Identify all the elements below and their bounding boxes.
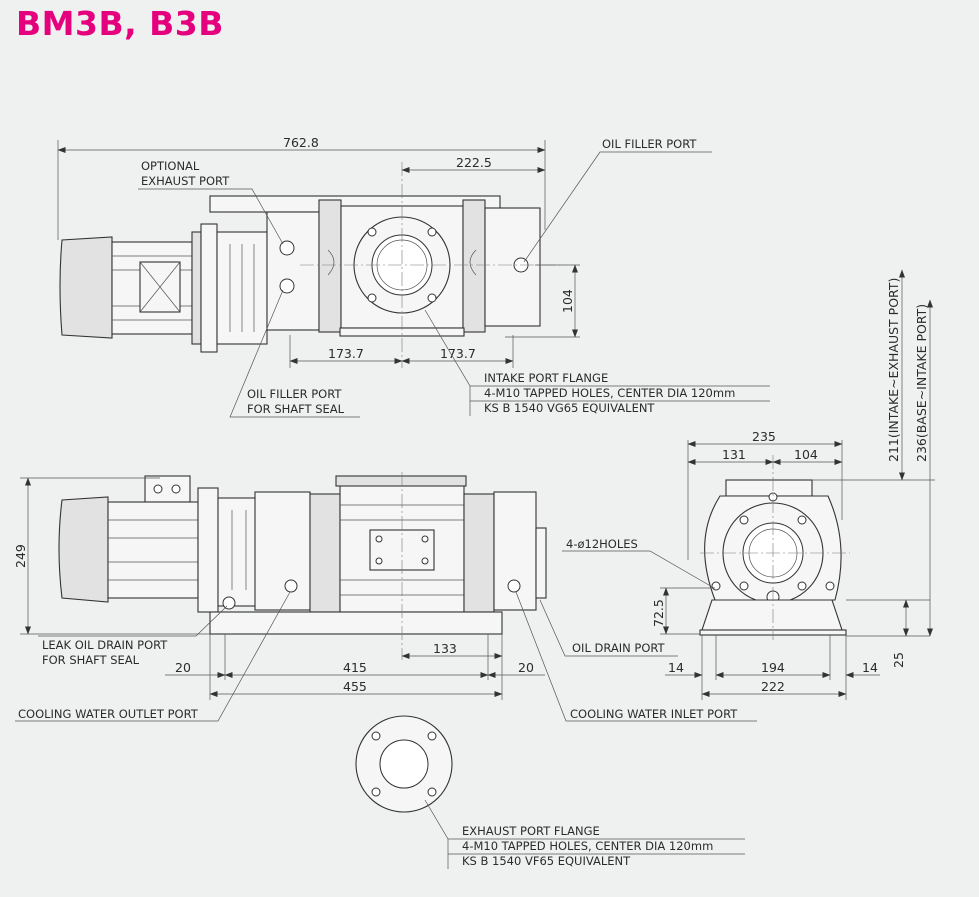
dim-base-intake: 236(BASE~INTAKE PORT) — [914, 304, 929, 462]
callout-intake-flange-line3: KS B 1540 VG65 EQUIVALENT — [484, 401, 655, 415]
dim-foot-right: 14 — [862, 660, 878, 675]
front-view: 249 133 20 415 20 455 LEAK OIL DRAIN POR… — [13, 472, 757, 722]
callout-leak-oil-line1: LEAK OIL DRAIN PORT — [42, 638, 168, 652]
dim-overall-length: 762.8 — [283, 135, 319, 150]
dim-bolt-span: 194 — [761, 660, 785, 675]
dim-right-half: 173.7 — [440, 346, 476, 361]
callout-cooling-inlet: COOLING WATER INLET PORT — [570, 707, 738, 721]
callout-optional-exhaust-line1: OPTIONAL — [141, 159, 200, 173]
dim-height-side: 104 — [560, 289, 575, 313]
dim-side-height-base: 72.5 — [651, 599, 666, 627]
callout-intake-flange-line2: 4-M10 TAPPED HOLES, CENTER DIA 120mm — [484, 386, 735, 400]
callout-cooling-outlet: COOLING WATER OUTLET PORT — [18, 707, 199, 721]
callout-oil-filler-port: OIL FILLER PORT — [602, 137, 697, 151]
callout-holes: 4-ø12HOLES — [566, 537, 638, 551]
dim-foot-left: 14 — [668, 660, 684, 675]
dim-side-right: 104 — [794, 447, 818, 462]
dim-side-width: 235 — [752, 429, 776, 444]
dim-base-height: 25 — [891, 652, 906, 668]
dim-side-left: 131 — [722, 447, 746, 462]
callout-intake-flange-line1: INTAKE PORT FLANGE — [484, 371, 608, 385]
flange-line1: EXHAUST PORT FLANGE — [462, 824, 600, 838]
callout-oil-drain: OIL DRAIN PORT — [572, 641, 666, 655]
dim-right-margin: 20 — [518, 660, 534, 675]
front-motor — [58, 475, 261, 613]
callout-oil-filler-seal-line1: OIL FILLER PORT — [247, 387, 342, 401]
dim-intake-exhaust: 211(INTAKE~EXHAUST PORT) — [886, 278, 901, 462]
exhaust-flange: EXHAUST PORT FLANGE 4-M10 TAPPED HOLES, … — [355, 715, 745, 869]
top-view: 762.8 222.5 173.7 173.7 104 OPTIONAL EXH… — [57, 135, 770, 418]
dim-base-width: 222 — [761, 679, 785, 694]
dim-left-half: 173.7 — [328, 346, 364, 361]
callout-leak-oil-line2: FOR SHAFT SEAL — [42, 653, 140, 667]
side-view: 235 131 104 72.5 14 194 14 222 25 — [562, 269, 935, 700]
dim-to-center: 222.5 — [456, 155, 492, 170]
flange-line2: 4-M10 TAPPED HOLES, CENTER DIA 120mm — [462, 839, 713, 853]
dim-base-inner: 415 — [343, 660, 367, 675]
front-pump-body — [209, 475, 547, 635]
callout-optional-exhaust-line2: EXHAUST PORT — [141, 174, 230, 188]
dim-front-height: 249 — [13, 544, 28, 568]
dim-base-total: 455 — [343, 679, 367, 694]
dim-left-margin: 20 — [175, 660, 191, 675]
flange-line3: KS B 1540 VF65 EQUIVALENT — [462, 854, 631, 868]
page-title: BM3B, B3B — [16, 4, 224, 43]
top-motor — [59, 223, 268, 353]
callout-oil-filler-seal-line2: FOR SHAFT SEAL — [247, 402, 345, 416]
dim-flange-offset: 133 — [433, 641, 457, 656]
